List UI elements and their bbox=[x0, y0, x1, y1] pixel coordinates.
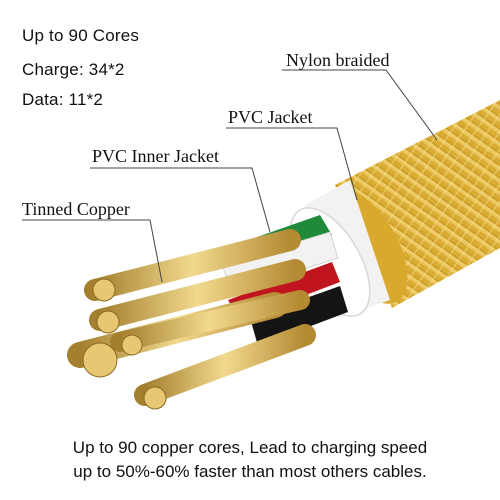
spec-charge: Charge: 34*2 bbox=[22, 60, 125, 79]
wire-black bbox=[250, 286, 348, 346]
spec-cores: Up to 90 Cores bbox=[22, 26, 140, 45]
label-pvc-inner-jacket: PVC Inner Jacket bbox=[92, 146, 219, 166]
leader-nylon bbox=[282, 69, 438, 141]
leader-tinned bbox=[22, 219, 163, 283]
leader-pvc-inner bbox=[90, 167, 271, 233]
label-tinned-copper: Tinned Copper bbox=[22, 199, 130, 219]
copper-strands bbox=[67, 229, 316, 410]
spec-data: Data: 11*2 bbox=[22, 90, 104, 109]
caption-line-2: up to 50%-60% faster than most others ca… bbox=[73, 462, 427, 481]
strand-ends bbox=[82, 278, 167, 410]
caption-line-1: Up to 90 copper cores, Lead to charging … bbox=[72, 438, 428, 457]
label-nylon-braided: Nylon braided bbox=[286, 50, 390, 70]
leader-pvc-jacket bbox=[226, 127, 358, 201]
leader-lines bbox=[22, 69, 438, 283]
label-pvc-jacket: PVC Jacket bbox=[228, 107, 313, 127]
